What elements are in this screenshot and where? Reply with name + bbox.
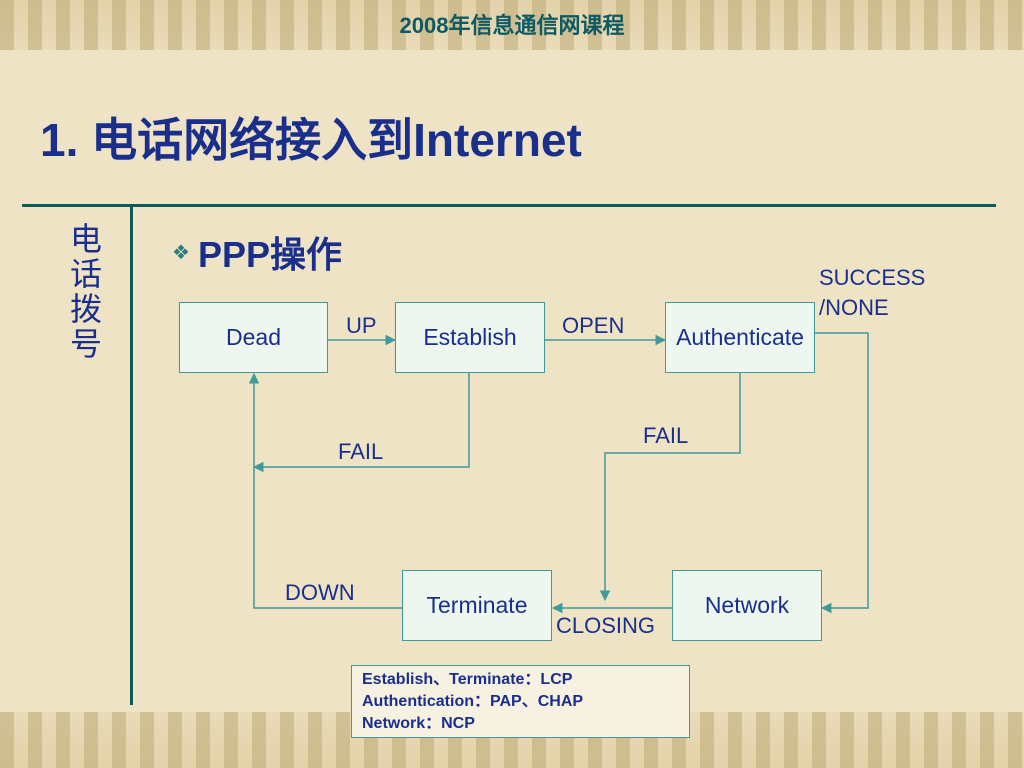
course-title: 2008年信息通信网课程	[399, 13, 625, 38]
slide-title: 1. 电话网络接入到Internet	[40, 114, 582, 166]
state-network: Network	[672, 570, 822, 641]
decorative-top-border	[0, 0, 1024, 50]
label-fail-authenticate: FAIL	[643, 423, 689, 448]
label-up: UP	[346, 313, 377, 338]
state-terminate: Terminate	[402, 570, 552, 641]
legend-line-lcp: Establish、Terminate：LCP	[362, 671, 573, 688]
state-authenticate: Authenticate	[665, 302, 815, 373]
side-divider	[130, 207, 133, 705]
side-label: 电话拨号	[69, 221, 102, 362]
bullet-text: PPP操作	[197, 234, 342, 275]
label-closing: CLOSING	[556, 613, 656, 638]
state-establish: Establish	[395, 302, 545, 373]
legend-line-ncp: Network：NCP	[362, 715, 475, 732]
protocol-legend: Establish、Terminate：LCP Authentication：P…	[351, 665, 690, 738]
legend-line-auth: Authentication：PAP、CHAP	[362, 693, 584, 710]
state-dead: Dead	[179, 302, 328, 373]
arrow-establish-fail-to-dead	[252, 373, 470, 473]
diamond-bullet-icon: ❖	[172, 241, 190, 264]
title-divider	[22, 204, 996, 207]
arrow-authenticate-to-network	[815, 332, 869, 614]
label-success-none-line2: /NONE	[819, 295, 889, 320]
bullet-item: ❖ PPP操作	[172, 226, 342, 278]
label-success-none-line1: SUCCESS	[819, 265, 926, 290]
label-open: OPEN	[562, 313, 625, 338]
arrow-authenticate-fail-to-terminate	[599, 373, 741, 602]
arrow-terminate-to-dead	[248, 372, 402, 609]
label-fail-establish: FAIL	[338, 439, 384, 464]
label-down: DOWN	[285, 580, 355, 605]
